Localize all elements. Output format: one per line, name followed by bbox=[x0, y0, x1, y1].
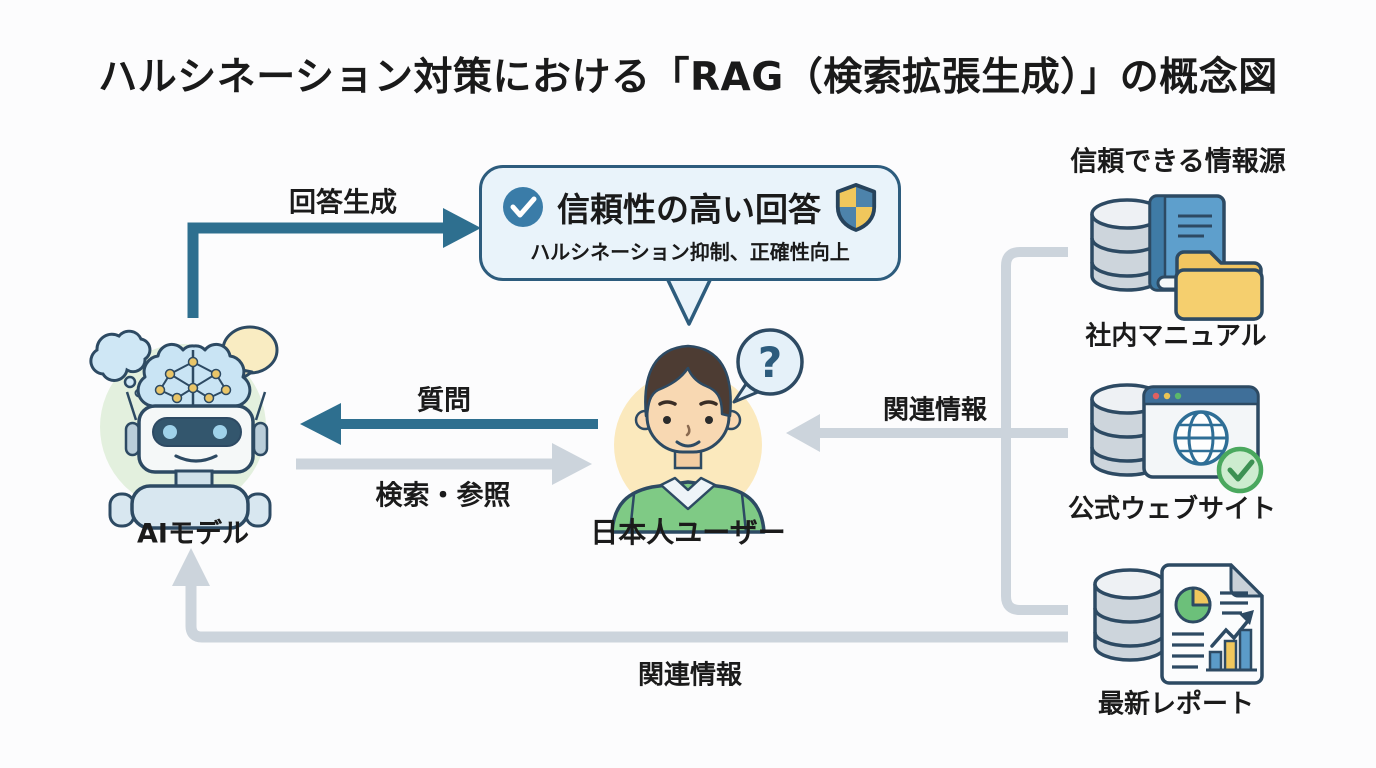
text-lines bbox=[1172, 591, 1248, 669]
sources-heading: 信頼できる情報源 bbox=[1070, 146, 1286, 178]
arrowhead-up bbox=[172, 548, 210, 586]
user-icon: ? bbox=[610, 328, 804, 534]
question-label: 質問 bbox=[417, 385, 471, 417]
latest-report-icon bbox=[1093, 563, 1264, 685]
related-info-right-arrow bbox=[786, 414, 1068, 452]
question-mark: ? bbox=[758, 338, 782, 387]
folder-icon bbox=[1174, 250, 1264, 321]
official-website-icon bbox=[1090, 383, 1264, 494]
pie-chart-icon bbox=[1174, 586, 1212, 624]
user-label: 日本人ユーザー bbox=[590, 516, 786, 549]
source-label-official-website: 公式ウェブサイト bbox=[1067, 494, 1277, 525]
source-label-internal-manual: 社内マニュアル bbox=[1085, 321, 1267, 352]
thought-cloud-icon bbox=[89, 329, 152, 382]
browser-icon bbox=[1142, 385, 1264, 494]
shield-icon bbox=[835, 182, 877, 232]
answer-generation-label: 回答生成 bbox=[289, 187, 397, 219]
related-info-right-label: 関連情報 bbox=[882, 395, 988, 426]
hair bbox=[644, 344, 732, 418]
related-info-bottom-arrow bbox=[172, 548, 1068, 643]
answer-bubble-tail bbox=[665, 276, 713, 326]
globe-icon bbox=[1173, 410, 1229, 466]
internal-manual-icon bbox=[1090, 194, 1264, 321]
page-title: ハルシネーション対策における「RAG（検索拡張生成）」の概念図 bbox=[98, 55, 1278, 100]
arrowhead-right bbox=[552, 443, 592, 485]
verified-check-icon bbox=[1216, 446, 1264, 494]
answer-bubble-subtitle: ハルシネーション抑制、正確性向上 bbox=[530, 239, 850, 264]
answer-bubble-title: 信頼性の高い回答 bbox=[557, 189, 821, 229]
answer-generation-arrow bbox=[187, 208, 481, 318]
source-label-latest-report: 最新レポート bbox=[1097, 689, 1255, 720]
arrowhead-left bbox=[786, 414, 820, 452]
question-arrow bbox=[300, 403, 598, 445]
question-bubble-icon: ? bbox=[732, 328, 804, 404]
search-reference-label: 検索・参照 bbox=[375, 480, 511, 512]
arrowhead-left bbox=[300, 403, 341, 445]
report-document-icon bbox=[1160, 563, 1264, 685]
ai-model-label: AIモデル bbox=[137, 518, 249, 550]
bar-chart-icon bbox=[1206, 628, 1257, 672]
ai-robot-icon bbox=[89, 325, 279, 530]
answer-bubble: 信頼性の高い回答 ハルシネーション抑制、正確性向上 bbox=[479, 165, 901, 281]
arrowhead-right bbox=[443, 208, 481, 248]
database-icon bbox=[1093, 568, 1167, 662]
search-reference-arrow bbox=[296, 443, 592, 485]
check-icon bbox=[503, 186, 543, 227]
related-info-bottom-label: 関連情報 bbox=[637, 660, 743, 691]
brain-icon bbox=[136, 342, 252, 408]
